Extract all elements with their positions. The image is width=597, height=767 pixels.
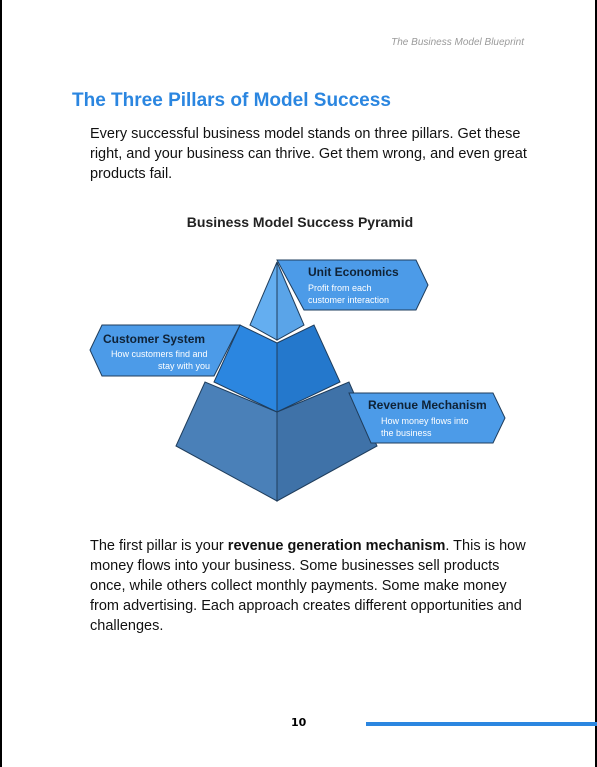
- pyramid-tier-bottom: [175, 381, 378, 502]
- label-unit-economics-shape: [276, 259, 429, 311]
- top-tier-left-face: [249, 261, 278, 341]
- label-unit-economics-desc-line2: customer interaction: [308, 295, 389, 305]
- pyramid-tier-top: [249, 261, 305, 341]
- middle-tier-right-face: [276, 324, 341, 413]
- body-paragraph-bold: revenue generation mechanism: [227, 538, 446, 554]
- bottom-tier-right-face: [276, 381, 378, 502]
- pyramid-tier-middle: [213, 324, 341, 413]
- label-unit-economics-title: Unit Economics: [308, 265, 399, 279]
- page-number: 10: [291, 716, 307, 729]
- footer-accent-bar: [366, 722, 597, 726]
- section-title: The Three Pillars of Model Success: [72, 90, 391, 111]
- label-revenue-mechanism: Revenue Mechanism How money flows into t…: [348, 392, 506, 444]
- label-revenue-mechanism-desc-line2: the business: [381, 428, 432, 438]
- body-paragraph: The first pillar is your revenue generat…: [90, 536, 535, 636]
- label-revenue-mechanism-desc: How money flows into the business: [381, 416, 471, 438]
- intro-paragraph: Every successful business model stands o…: [90, 126, 527, 182]
- label-revenue-mechanism-title: Revenue Mechanism: [368, 398, 487, 412]
- body-paragraph-suffix: . This is how money flows into your busi…: [90, 538, 526, 634]
- label-unit-economics-desc-line1: Profit from each: [308, 283, 372, 293]
- running-header: The Business Model Blueprint: [391, 37, 524, 48]
- label-customer-system-desc: How customers find and stay with you: [111, 349, 210, 371]
- label-customer-system-shape: [89, 324, 241, 377]
- pyramid-diagram: Unit Economics Profit from each customer…: [89, 259, 506, 502]
- top-tier-right-face: [276, 261, 305, 341]
- figure-title: Business Model Success Pyramid: [186, 214, 414, 230]
- label-revenue-mechanism-desc-line1: How money flows into: [381, 416, 469, 426]
- label-customer-system-desc-line2: stay with you: [158, 361, 210, 371]
- body-paragraph-prefix: The first pillar is your: [90, 538, 228, 554]
- label-revenue-mechanism-shape: [348, 392, 506, 444]
- label-customer-system: Customer System How customers find and s…: [89, 324, 241, 377]
- label-customer-system-title: Customer System: [103, 332, 205, 346]
- label-unit-economics-desc: Profit from each customer interaction: [308, 283, 389, 305]
- label-customer-system-desc-line1: How customers find and: [111, 349, 208, 359]
- label-unit-economics: Unit Economics Profit from each customer…: [276, 259, 429, 311]
